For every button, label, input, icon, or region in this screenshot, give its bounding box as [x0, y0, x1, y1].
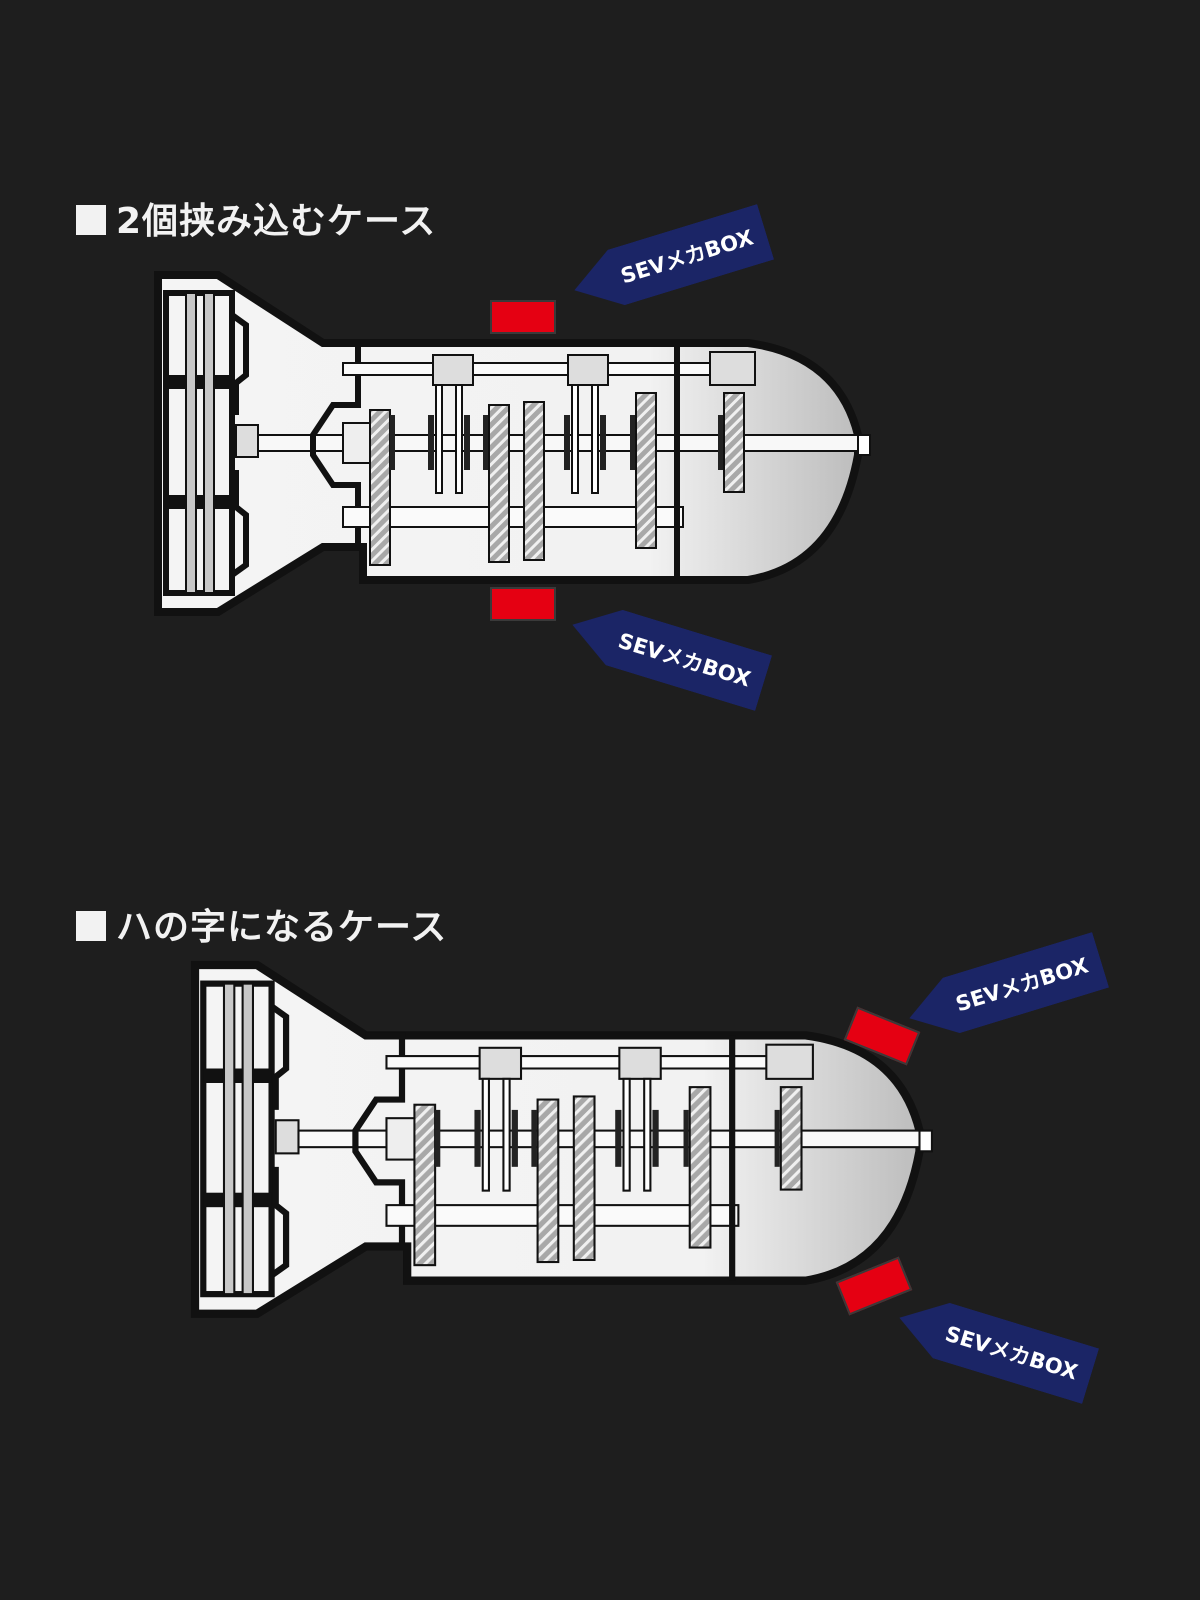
- transmission-diagram-bottom: [195, 965, 932, 1314]
- section-title-sandwich: 2個挟み込むケース: [76, 192, 436, 244]
- square-bullet-icon: [76, 205, 106, 235]
- sev-box-marker-bottom: [490, 587, 556, 621]
- section-title-text: 2個挟み込むケース: [116, 201, 437, 242]
- section-title-v-shape: ハの字になるケース: [76, 898, 447, 950]
- square-bullet-icon: [76, 911, 106, 941]
- section-title-text: ハの字になるケース: [116, 907, 448, 948]
- sev-box-marker-top: [490, 300, 556, 334]
